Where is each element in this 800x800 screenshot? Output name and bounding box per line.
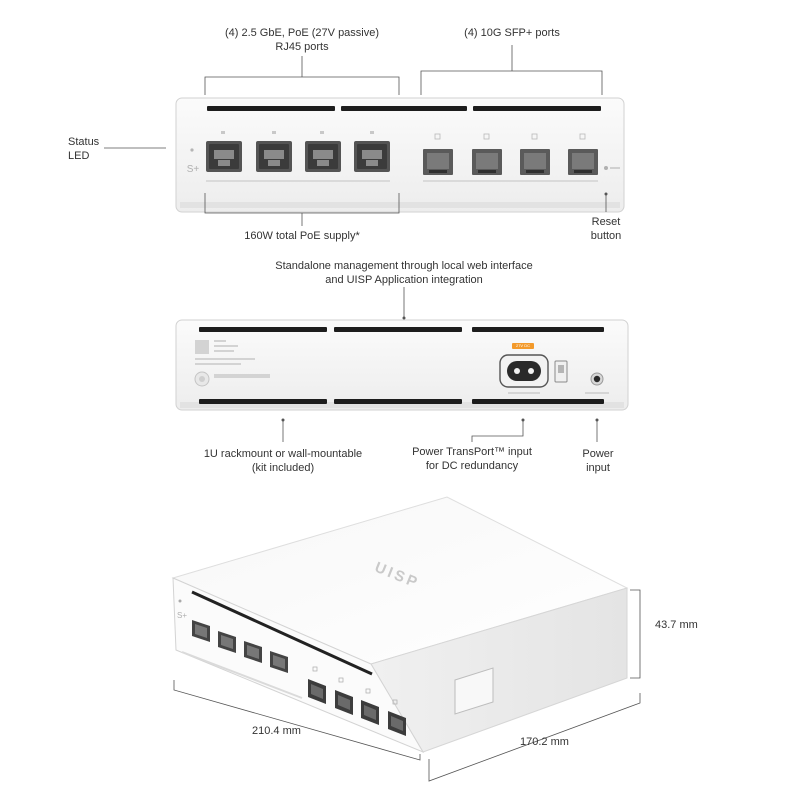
power-callout-line2: input (586, 462, 610, 474)
status-led-callout-line2: LED (68, 150, 90, 162)
transport-badge-text: 27V DC (510, 342, 536, 350)
device-logo-text: S+ (186, 164, 200, 175)
transport-callout-line1: Power TransPort™ input (412, 446, 532, 458)
sfp-callout-line1: (4) 10G SFP+ ports (464, 27, 560, 39)
status-led-callout-line1: Status (68, 136, 100, 148)
rackmount-callout: 1U rackmount or wall-mountable (kit incl… (188, 447, 378, 475)
status-led (190, 148, 194, 152)
rj45-port (256, 131, 292, 172)
vent-slot (341, 106, 467, 111)
dimension-height-text: 43.7 mm (655, 619, 698, 631)
reset-callout-line1: Reset (591, 216, 621, 228)
sfp-port (520, 133, 550, 175)
power-callout-line1: Power (582, 448, 614, 460)
sfp-port (423, 133, 453, 175)
vent-slot (472, 399, 604, 404)
poe-budget-text: 160W total PoE supply* (244, 230, 360, 242)
front-callout-lines (104, 45, 607, 226)
power-transport-port (499, 354, 549, 388)
status-led-callout: Status LED (68, 135, 108, 163)
reset-button (604, 166, 608, 170)
rj45-port (206, 131, 242, 172)
vent-slot (472, 327, 604, 332)
dimension-depth-text: 170.2 mm (520, 736, 569, 748)
sfp-ports-callout: (4) 10G SFP+ ports (452, 26, 572, 40)
iso-sfp-port (388, 711, 406, 736)
transport-badge (512, 343, 534, 349)
poe-budget-callout: 160W total PoE supply* (222, 229, 382, 243)
iso-rj45-port (244, 641, 262, 663)
iso-rj45-port (192, 620, 210, 642)
rj45-port (305, 131, 341, 172)
vent-slot (199, 399, 327, 404)
rackmount-callout-line2: (kit included) (251, 462, 315, 474)
management-callout-line1: Standalone management through local web … (275, 260, 533, 272)
vent-slot (199, 327, 327, 332)
dimension-lines (173, 589, 641, 782)
transport-callout: Power TransPort™ input for DC redundancy (412, 445, 532, 473)
vent-slot (207, 106, 335, 111)
isometric-device (171, 496, 641, 782)
iso-device-logo-text: S+ (176, 611, 187, 620)
rj45-callout-line1: (4) 2.5 GbE, PoE (27V passive) (224, 27, 380, 39)
reset-callout-line2: button (590, 230, 622, 242)
rackmount-callout-line1: 1U rackmount or wall-mountable (203, 448, 363, 460)
rj45-ports-callout: (4) 2.5 GbE, PoE (27V passive) RJ45 port… (202, 26, 402, 54)
vent-slot (334, 327, 462, 332)
transport-badge-label: 27V DC (515, 343, 530, 348)
rear-callout-lines (282, 287, 598, 442)
iso-rj45-port (218, 631, 236, 653)
dimension-height: 43.7 mm (655, 618, 725, 632)
iso-sfp-port (308, 679, 326, 704)
rj45-callout-line2: RJ45 ports (275, 41, 329, 53)
dimension-width-text: 210.4 mm (252, 725, 301, 737)
sfp-port (568, 133, 598, 175)
iso-rj45-port (270, 651, 288, 673)
iso-sfp-port (335, 690, 353, 715)
management-callout: Standalone management through local web … (244, 259, 564, 287)
sfp-port (472, 133, 502, 175)
rear-panel (175, 287, 629, 442)
iso-device-logo: S+ (174, 609, 190, 623)
dimension-width: 210.4 mm (252, 724, 322, 738)
dimension-depth: 170.2 mm (520, 735, 590, 749)
vent-slot (473, 106, 601, 111)
iso-sfp-port (361, 700, 379, 725)
power-input-callout: Power input (572, 447, 624, 475)
rj45-port (354, 131, 390, 172)
vent-slot (334, 399, 462, 404)
reset-button-callout: Reset button (576, 215, 636, 243)
regulatory-label (195, 340, 270, 378)
transport-callout-line2: for DC redundancy (425, 460, 519, 472)
front-panel (104, 45, 625, 226)
device-logo-front: S+ (182, 163, 204, 177)
management-callout-line2: and UISP Application integration (325, 274, 483, 286)
